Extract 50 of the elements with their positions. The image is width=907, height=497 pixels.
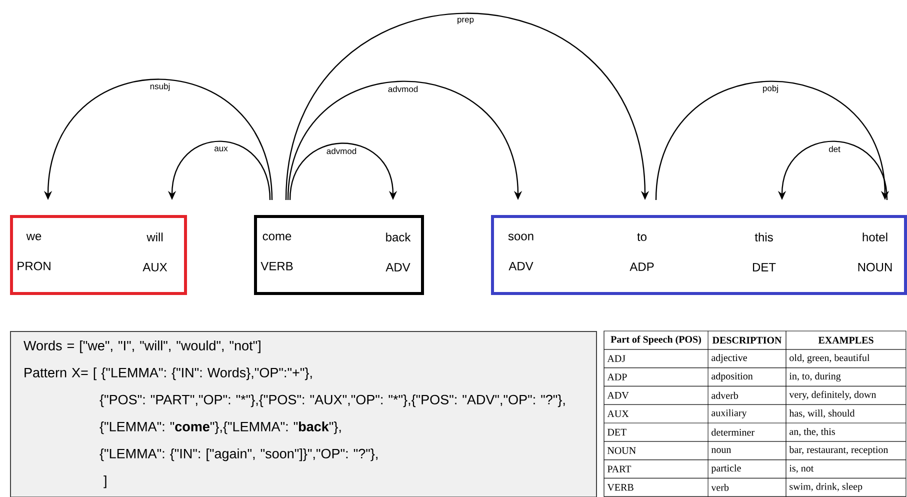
table-text: adjective: [712, 354, 747, 364]
table-text: determiner: [712, 428, 754, 436]
edge-label: prep: [456, 16, 476, 26]
table-text: very, definitely, down: [789, 390, 876, 400]
word-token: come VERB: [260, 234, 293, 270]
table-header: DESCRIPTION: [712, 336, 782, 344]
table-header: EXAMPLES: [818, 336, 874, 344]
table-text: adposition: [712, 372, 753, 382]
edge-label: nsubj: [148, 82, 172, 92]
edge-label: aux: [213, 146, 229, 152]
table-text: NOUN: [607, 447, 636, 454]
table-text: DET: [607, 428, 626, 436]
word-token: hotel NOUN: [858, 232, 892, 272]
word-token: back ADV: [386, 232, 411, 272]
code-panel: Words = ["we", "I", "will", "would", "not"] Pattern X= [ {"LEMMA": {"IN": Words},"OP":"+"}, {"POS": "PART","OP": "*"},{"POS": "AUX","OP": "*"},{"POS": "ADV","OP": "?"}, {"LEMMA": "come"},{"LEMMA": "back"}, {"LEMMA": {"IN": ["again", "soon"]}","OP": "?"}, ]: [10, 331, 597, 497]
table-text: old, green, beautiful: [790, 354, 870, 364]
table-text: ADV: [607, 392, 629, 399]
word-group-box: [254, 215, 424, 295]
table-text: particle: [711, 464, 741, 474]
word-token: we PRON: [18, 234, 50, 270]
table-header: Part of Speech (POS): [610, 336, 701, 345]
word-token: soon ADV: [508, 234, 534, 270]
table-text: VERB: [607, 484, 634, 491]
table-text: an, the, this: [790, 428, 835, 436]
word-group-box: [10, 215, 187, 295]
dependency-arc: [285, 12, 650, 200]
dependency-arc: [287, 80, 522, 200]
word-token: will AUX: [142, 232, 168, 272]
table-text: noun: [711, 448, 732, 453]
table-text: ADP: [607, 374, 627, 380]
table-text: verb: [711, 484, 729, 491]
word-token: to ADP: [630, 233, 654, 271]
edge-label: advmod: [386, 84, 420, 94]
edge-label: pobj: [761, 84, 780, 94]
edge-label: advmod: [325, 146, 358, 156]
table-text: auxiliary: [712, 409, 747, 418]
table-text: adverb: [712, 392, 738, 399]
dependency-arc: [655, 80, 890, 200]
table-text: ADJ: [607, 355, 626, 362]
table-text: has, will, should: [789, 410, 855, 418]
table-text: in, to, during: [789, 372, 841, 382]
table-text: swim, drink, sleep: [790, 482, 862, 492]
table-text: AUX: [607, 410, 629, 418]
table-text: PART: [607, 466, 632, 472]
table-text: is, not: [789, 464, 814, 474]
table-text: bar, restaurant, reception: [789, 446, 888, 456]
word-group-box: [491, 215, 907, 295]
dependency-arc: [289, 142, 398, 200]
word-token: this DET: [753, 232, 776, 272]
edge-label: det: [828, 144, 842, 154]
